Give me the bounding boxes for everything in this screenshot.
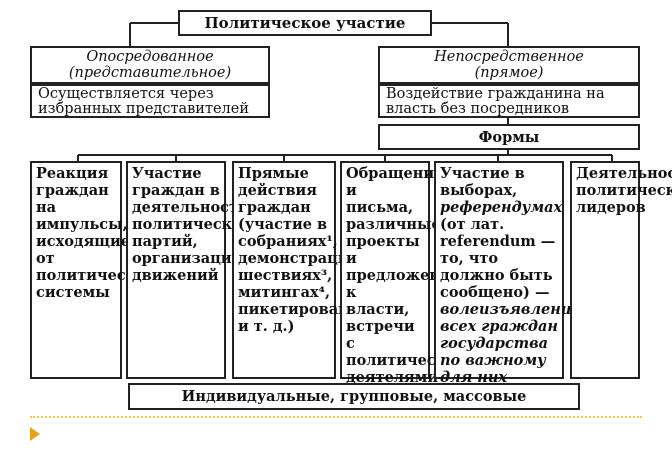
direct-participation-description: Воздействие гражданина на власть без пос… bbox=[378, 84, 640, 118]
referendums-term: референдумах bbox=[440, 199, 563, 216]
direct-heading-line1: Непосредственное bbox=[434, 49, 584, 65]
form-party-participation: Участие граждан в деятельности политичес… bbox=[126, 161, 252, 379]
direct-heading-line2: (прямое) bbox=[474, 65, 544, 81]
referendum-etymology: (от лат. referendum — то, что должно быт… bbox=[440, 216, 556, 301]
diagram-title: Политическое участие bbox=[178, 10, 432, 36]
form-political-leaders: Деятельность политических лидеров bbox=[570, 161, 672, 379]
dotted-divider bbox=[30, 416, 642, 418]
form-reaction-to-impulses: Реакция граждан на импульсы, исходящие о… bbox=[30, 161, 157, 379]
play-arrow-icon[interactable] bbox=[30, 427, 40, 441]
form-elections-referendums: Участие в выборах, референдумах (от лат.… bbox=[434, 161, 583, 403]
direct-participation-heading: Непосредственное (прямое) bbox=[378, 46, 640, 84]
indirect-heading-line2: (представительное) bbox=[68, 65, 232, 81]
indirect-participation-heading: Опосредованное (представительное) bbox=[30, 46, 270, 84]
forms-label: Формы bbox=[378, 124, 640, 150]
elections-text-plain: Участие в выборах, bbox=[440, 165, 525, 199]
indirect-participation-description: Осуществляется через избранных представи… bbox=[30, 84, 270, 118]
participation-scale-label: Индивидуальные, групповые, массовые bbox=[128, 383, 580, 410]
form-direct-actions: Прямые действия граждан (участие в собра… bbox=[232, 161, 385, 379]
form-appeals-and-letters: Обращения и письма, различные проекты и … bbox=[340, 161, 480, 386]
indirect-heading-line1: Опосредованное bbox=[86, 49, 214, 65]
